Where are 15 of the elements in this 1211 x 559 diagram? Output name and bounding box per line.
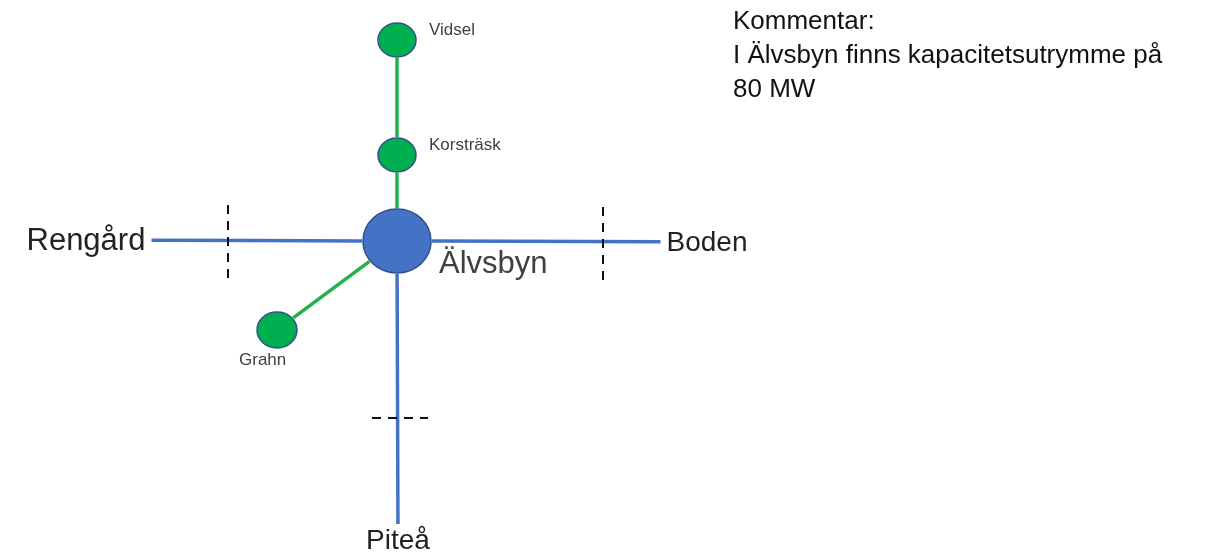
power-line [432, 239, 661, 244]
place-name: Boden [665, 226, 749, 259]
station-label: Grahn [239, 350, 287, 370]
station-label: Älvsbyn [439, 245, 548, 281]
power-line [292, 260, 371, 320]
power-line [395, 173, 399, 208]
power-line [395, 58, 399, 137]
power-line [395, 274, 400, 524]
power-line [151, 238, 362, 243]
comment-text: I Älvsbyn finns kapacitetsutrymme på 80 MW [733, 38, 1164, 105]
place-name: Piteå [365, 524, 431, 557]
station-label: Vidsel [429, 20, 475, 40]
station-label: Korsträsk [429, 135, 501, 155]
comment-text: Kommentar: [733, 4, 875, 37]
place-name: Rengård [25, 222, 147, 258]
